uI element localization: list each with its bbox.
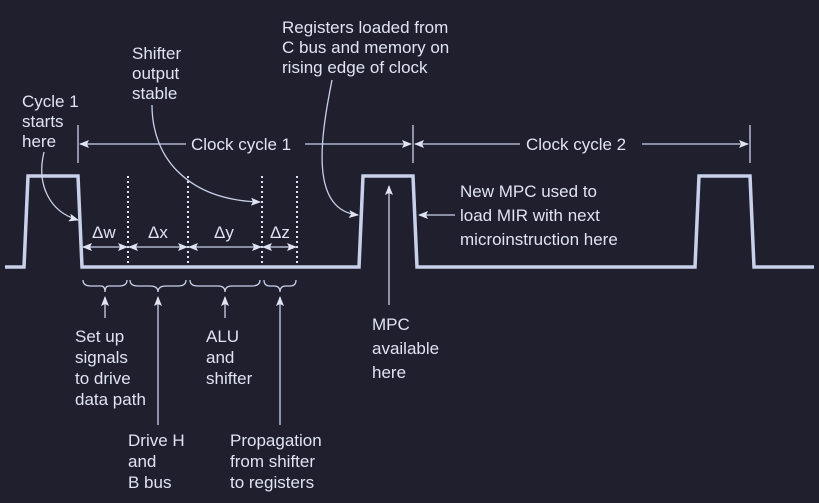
shifter-stable-arrow: [151, 104, 261, 206]
setup-signals-label: Set up signals to drive data path: [75, 327, 146, 409]
cycle-dimension-lines: [77, 125, 751, 163]
clock-cycle-2-label: Clock cycle 2: [526, 135, 626, 154]
drive-h-label: Drive H and B bus: [128, 431, 189, 492]
phase-dividers: [127, 176, 298, 266]
clock-waveform: [5, 174, 814, 269]
phase-braces: [82, 279, 297, 293]
propagation-label: Propagation from shifter to registers: [230, 431, 326, 492]
alu-shifter-label: ALU and shifter: [206, 327, 253, 388]
new-mpc-label: New MPC used to load MIR with next micro…: [460, 182, 618, 249]
delta-z-label: Δz: [270, 223, 290, 242]
delta-w-label: Δw: [92, 223, 116, 242]
clock-cycle-1-label: Clock cycle 1: [191, 135, 291, 154]
delta-x-label: Δx: [148, 223, 168, 242]
mpc-available-label: MPC available here: [372, 315, 444, 382]
registers-loaded-label: Registers loaded from C bus and memory o…: [282, 18, 454, 77]
delta-y-label: Δy: [214, 223, 234, 242]
cycle1-start-label: Cycle 1 starts here: [22, 92, 83, 151]
cycle1-start-arrow: [41, 151, 79, 222]
shifter-stable-label: Shifter output stable: [132, 44, 186, 103]
label-pointer-arrows: [101, 185, 393, 425]
registers-loaded-arrow: [321, 79, 359, 219]
